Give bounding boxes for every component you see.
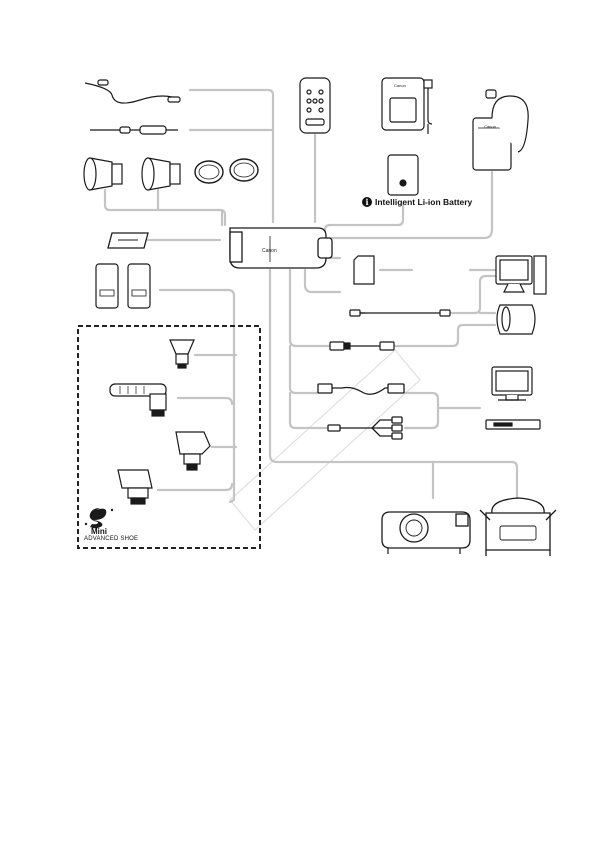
wrist-strap [90, 125, 178, 135]
video-flash [117, 469, 153, 505]
directional-microphone [109, 383, 167, 417]
info-icon: i [362, 197, 372, 207]
memory-card [353, 255, 375, 285]
grip-belt [107, 232, 149, 249]
waterproof-case [381, 511, 471, 554]
camcorder-brand: Canon [262, 248, 277, 254]
video-recorder [485, 419, 541, 430]
mini-advanced-shoe-logo [84, 508, 114, 529]
dvd-writer [496, 304, 536, 335]
mini-shoe-word: Mini [91, 527, 107, 536]
stereo-video-cable [327, 416, 403, 440]
watermark [229, 349, 421, 531]
connector-lines [103, 88, 519, 504]
battery-label-text: Intelligent Li-ion Battery [375, 197, 473, 207]
surround-microphone [175, 431, 211, 471]
remote-controller [299, 77, 331, 134]
usb-cable [349, 309, 451, 317]
brand-marks: Canon Canon Canon [262, 83, 496, 254]
advanced-shoe-box [77, 325, 261, 549]
compact-power-adapter [472, 89, 529, 171]
television [491, 366, 533, 401]
conversion-lenses [83, 157, 181, 191]
soft-case [479, 497, 557, 556]
mini-shoe-subtitle: ADVANCED SHOE [84, 536, 139, 542]
hdmi-cable [317, 383, 405, 395]
adapter-brand: Canon [484, 124, 496, 129]
filters [194, 158, 259, 184]
camcorder [229, 227, 333, 269]
battery-charger [381, 77, 433, 134]
video-light [169, 339, 195, 369]
charger-brand: Canon [394, 83, 406, 88]
wireless-microphone [95, 263, 151, 309]
battery-label: i Intelligent Li-ion Battery [362, 197, 472, 207]
computer [495, 255, 547, 295]
usb-adapter-cable [329, 341, 395, 351]
battery-pack [387, 154, 419, 196]
shoulder-strap [84, 79, 181, 104]
